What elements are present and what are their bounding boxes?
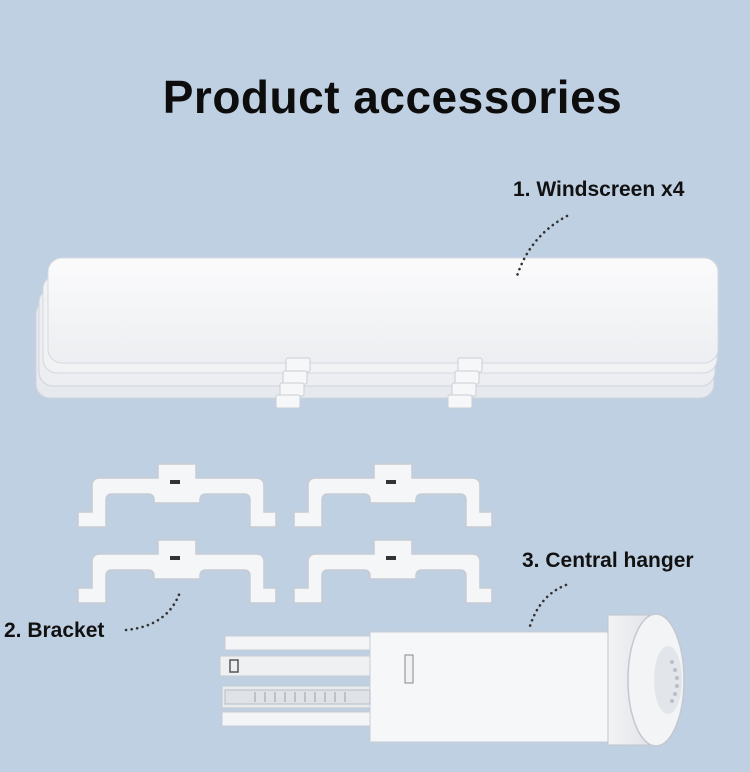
bracket-leader-line xyxy=(124,590,182,632)
bracket-4 xyxy=(293,539,493,604)
bracket-1 xyxy=(77,463,277,528)
central-hanger-label: 3. Central hanger xyxy=(522,549,694,572)
windscreen-clip-right xyxy=(447,357,483,409)
windscreen-stack xyxy=(35,257,719,409)
bracket-2 xyxy=(293,463,493,528)
windscreen-clip-left xyxy=(275,357,311,409)
page-title: Product accessories xyxy=(162,71,623,123)
windscreen-label: 1. Windscreen x4 xyxy=(513,178,685,201)
bracket-3 xyxy=(77,539,277,604)
windscreen-panel-1 xyxy=(47,257,719,364)
bracket-label: 2. Bracket xyxy=(4,619,105,642)
windscreen-leader-line xyxy=(515,214,569,278)
hanger-leader-line xyxy=(528,583,568,628)
central-hanger xyxy=(219,613,685,747)
